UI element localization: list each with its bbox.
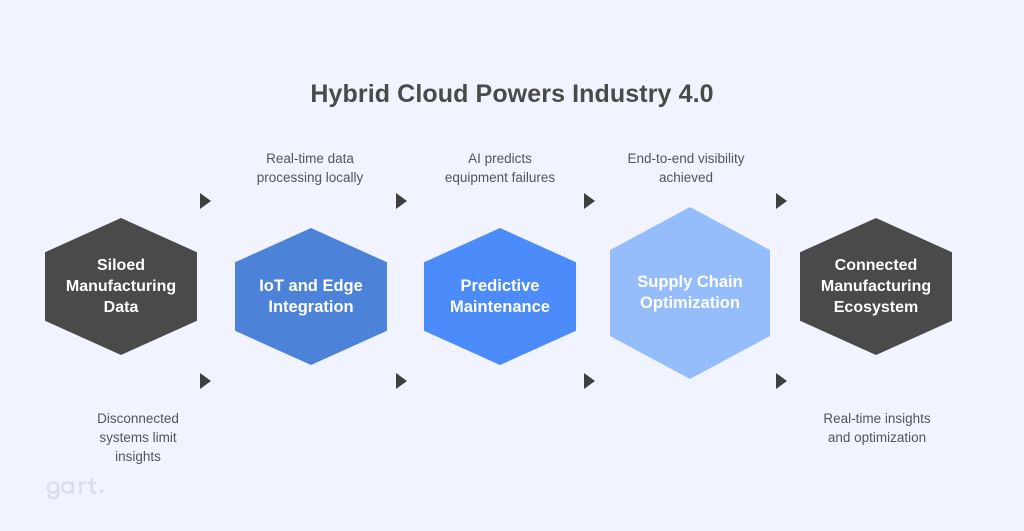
caption-top-3-line1: End-to-end visibility	[627, 151, 745, 166]
gart-logo-dot	[99, 489, 104, 494]
caption-bottom-left-line3: insights	[115, 449, 161, 464]
arrow-head-bottom-3	[584, 373, 595, 389]
arrow-head-top-1	[200, 193, 211, 209]
caption-top-1: Real-time data processing locally	[215, 149, 405, 187]
caption-top-2: AI predicts equipment failures	[405, 149, 595, 187]
arrow-head-top-4	[776, 193, 787, 209]
caption-top-3: End-to-end visibility achieved	[591, 149, 781, 187]
caption-top-3-line2: achieved	[658, 170, 714, 185]
caption-bottom-right: Real-time insights and optimization	[782, 409, 972, 447]
caption-bottom-right-line1: Real-time insights	[823, 411, 931, 426]
arrow-head-bottom-2	[396, 373, 407, 389]
caption-top-1-line2: processing locally	[256, 170, 364, 185]
caption-bottom-right-line2: and optimization	[827, 430, 927, 445]
arrow-head-top-2	[396, 193, 407, 209]
caption-bottom-left-line1: Disconnected	[97, 411, 179, 426]
caption-top-2-line2: equipment failures	[444, 170, 556, 185]
page-title: Hybrid Cloud Powers Industry 4.0	[310, 80, 714, 108]
caption-bottom-left-line2: systems limit	[99, 430, 177, 445]
brand-logo	[44, 477, 106, 501]
arrow-head-bottom-1	[200, 373, 211, 389]
gart-logo-icon	[46, 477, 104, 500]
arrow-head-bottom-4	[776, 373, 787, 389]
caption-top-1-line1: Real-time data	[266, 151, 354, 166]
caption-bottom-left: Disconnected systems limit insights	[43, 409, 233, 466]
caption-top-2-line1: AI predicts	[468, 151, 532, 166]
arrow-head-top-3	[584, 193, 595, 209]
